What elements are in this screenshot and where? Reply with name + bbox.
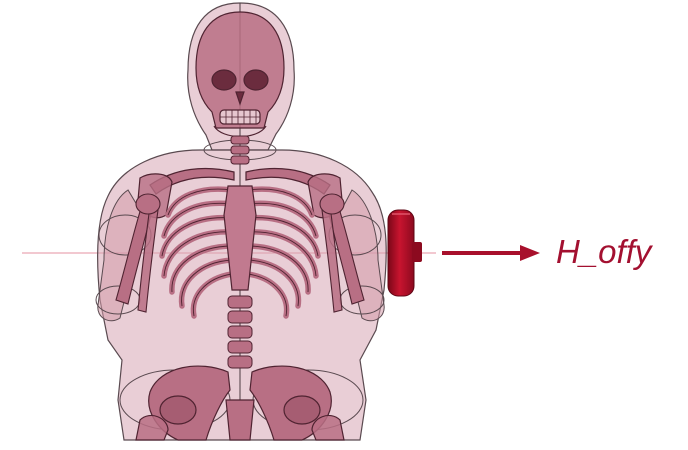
arrow-right-icon — [442, 245, 540, 261]
lumbar-spine — [228, 296, 252, 368]
cervical-spine — [231, 136, 249, 164]
h-offy-label: H_offy — [556, 232, 651, 272]
cylinder-impactor-icon — [388, 210, 422, 296]
